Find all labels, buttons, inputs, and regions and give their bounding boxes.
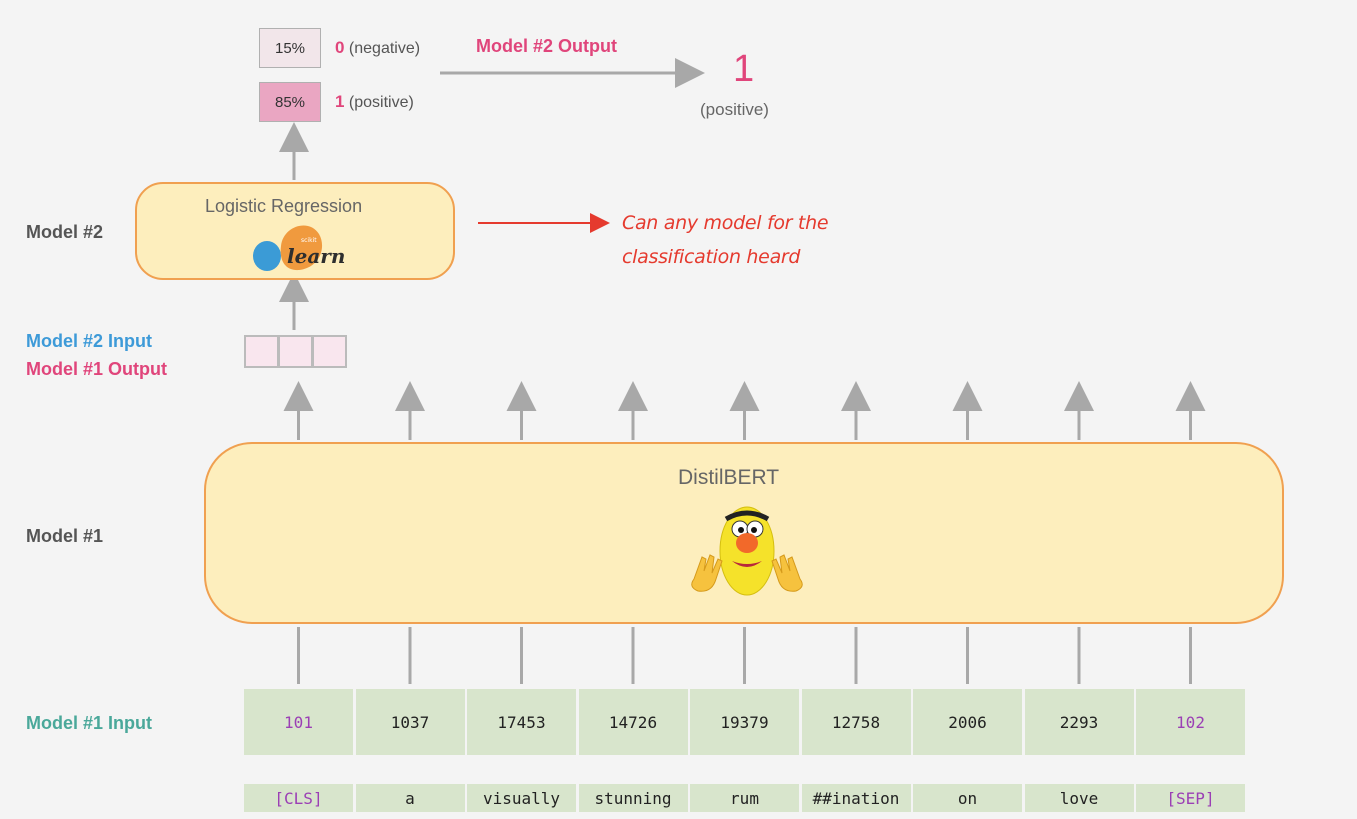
annotation-line-1: Can any model for the <box>622 212 829 234</box>
token-word-cell: stunning <box>578 784 688 812</box>
annotation-note: Can any model for the classification hea… <box>622 206 829 274</box>
token-id-cell: 17453 <box>467 689 576 755</box>
embedding-cell <box>312 335 347 368</box>
probability-negative-value: 15% <box>274 39 306 57</box>
bert-output-arrows <box>283 381 1206 440</box>
probability-negative-cell: 15% <box>259 28 321 68</box>
token-word-cell: rum <box>690 784 799 812</box>
token-word-cell: a <box>355 784 465 812</box>
token-id-cell: 14726 <box>578 689 688 755</box>
token-id-cell: 19379 <box>690 689 799 755</box>
logistic-regression-box: Logistic Regression scikit learn <box>135 182 455 280</box>
distilbert-box: DistilBERT <box>204 442 1284 624</box>
token-word-cell: ##ination <box>801 784 911 812</box>
token-id-cell: 101 <box>244 689 353 755</box>
probability-positive-value: 85% <box>274 93 306 111</box>
embedding-cell <box>244 335 279 368</box>
svg-text:scikit: scikit <box>301 237 317 244</box>
class-negative-label: 0 (negative) <box>335 38 420 58</box>
class-negative-id: 0 <box>335 38 345 57</box>
output-desc: (positive) <box>700 100 769 119</box>
bert-mascot-icon <box>691 506 803 596</box>
embedding-cell <box>278 335 313 368</box>
token-word-cell: on <box>913 784 1022 812</box>
model1-label: Model #1 <box>26 526 104 546</box>
token-id-cell: 12758 <box>801 689 911 755</box>
distilbert-title: DistilBERT <box>678 466 780 489</box>
model2-label: Model #2 <box>26 222 104 242</box>
model1-input-label: Model #1 Input <box>26 713 152 733</box>
token-word-cell: visually <box>467 784 576 812</box>
sklearn-logo-icon: scikit learn <box>253 225 345 271</box>
class-positive-id: 1 <box>335 92 345 111</box>
logistic-regression-title: Logistic Regression <box>205 196 363 216</box>
model2-output-title: Model #2 Output <box>476 36 617 56</box>
bert-input-lines <box>297 627 1192 684</box>
model2-input-label: Model #2 Input <box>26 331 152 351</box>
token-id-cell: 1037 <box>355 689 465 755</box>
token-word-cell: [CLS] <box>244 784 353 812</box>
output-value: 1 <box>733 48 755 90</box>
token-id-cell: 2006 <box>913 689 1022 755</box>
probability-positive-cell: 85% <box>259 82 321 122</box>
token-word-cell: love <box>1024 784 1134 812</box>
token-id-cell: 2293 <box>1024 689 1134 755</box>
annotation-line-2: classification heard <box>622 246 801 268</box>
class-positive-desc: (positive) <box>348 94 414 111</box>
model1-output-label: Model #1 Output <box>26 359 167 379</box>
class-negative-desc: (negative) <box>348 40 421 57</box>
svg-text:learn: learn <box>287 244 345 268</box>
class-positive-label: 1 (positive) <box>335 92 414 112</box>
token-word-cell: [SEP] <box>1136 784 1245 812</box>
token-id-cell: 102 <box>1136 689 1245 755</box>
